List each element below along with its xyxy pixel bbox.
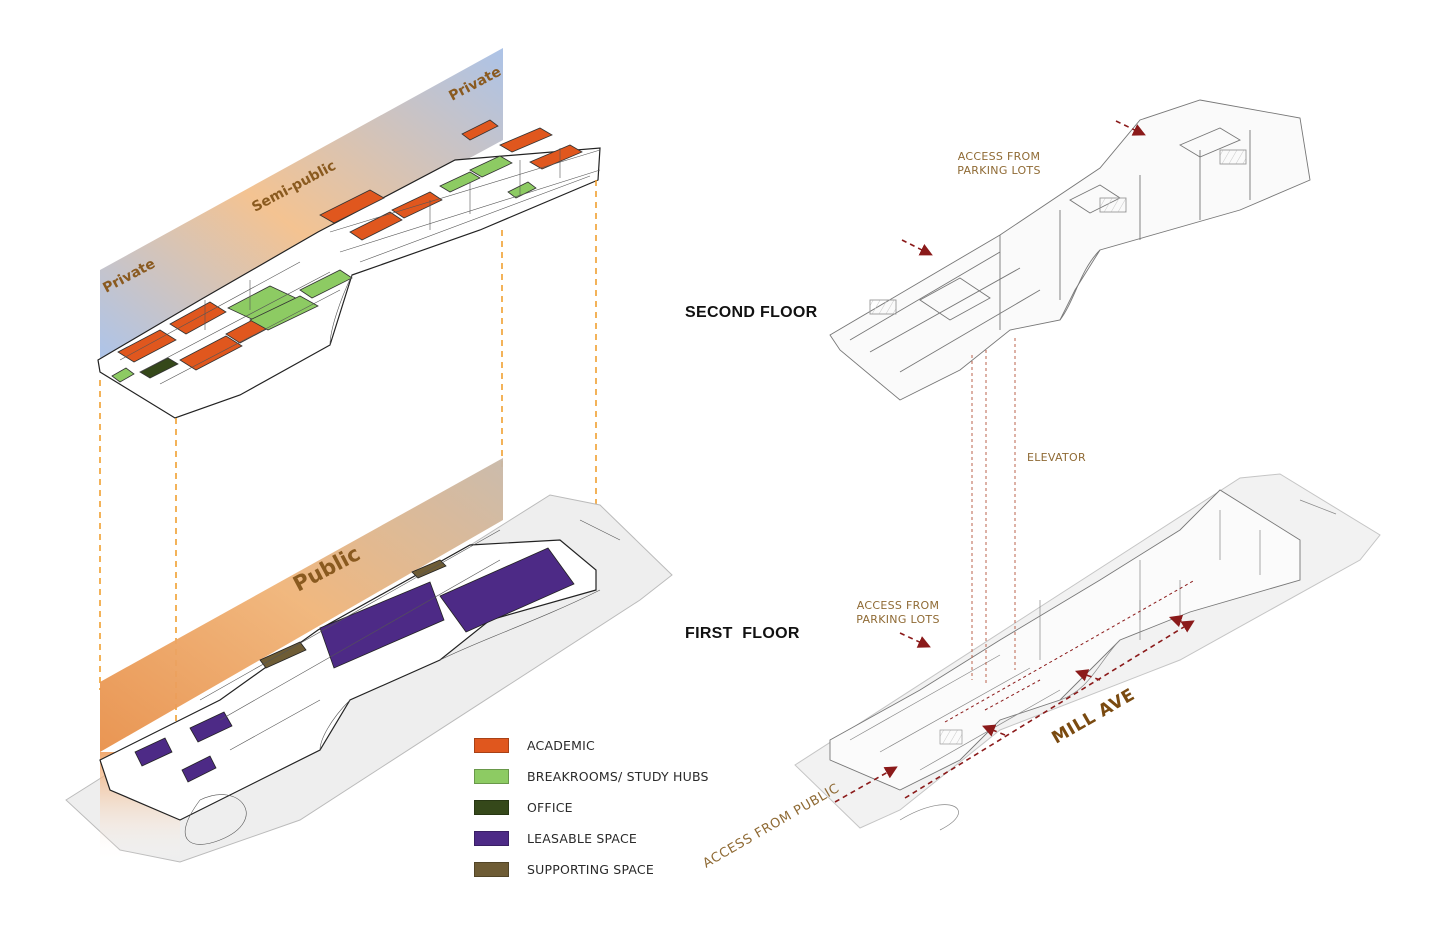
public-band [100,458,503,752]
legend-item-leasable: LEASABLE SPACE [474,823,709,854]
access-parking-bottom-line2: PARKING LOTS [856,613,940,626]
access-parking-top: ACCESS FROM PARKING LOTS [944,150,1054,178]
first-floor-title: FIRST FLOOR [685,625,800,642]
legend-swatch-supporting [474,862,509,877]
second-floor-detail [119,148,601,385]
alignment-guides [99,180,597,810]
legend-label-office: OFFICE [527,800,573,815]
access-arrows [834,120,1195,803]
legend-item-supporting: SUPPORTING SPACE [474,854,709,885]
legend-swatch-academic [474,738,509,753]
legend-swatch-breakrooms [474,769,509,784]
legend-item-office: OFFICE [474,792,709,823]
legend-label-leasable: LEASABLE SPACE [527,831,637,846]
inner-access-lines [944,579,1196,723]
right-first-floor-outline [829,489,1301,791]
access-parking-bottom-line1: ACCESS FROM [856,599,940,612]
access-parking-top-line1: ACCESS FROM [957,150,1041,163]
legend: ACADEMIC BREAKROOMS/ STUDY HUBS OFFICE L… [474,730,709,885]
legend-swatch-office [474,800,509,815]
left-second-floor: Private Semi-public Private [97,48,601,419]
elevator-lines [971,338,1016,685]
zone-band [100,48,503,358]
right-second-floor-outline [829,99,1311,401]
first-floor-rooms [134,547,575,783]
left-first-floor: Public [65,458,673,863]
legend-item-academic: ACADEMIC [474,730,709,761]
second-floor-title: SECOND FLOOR [685,304,818,321]
legend-label-academic: ACADEMIC [527,738,595,753]
elevator-label: ELEVATOR [1027,451,1086,464]
right-second-floor [829,99,1311,401]
legend-label-breakrooms: BREAKROOMS/ STUDY HUBS [527,769,709,784]
access-parking-bottom: ACCESS FROM PARKING LOTS [843,599,953,627]
legend-item-breakrooms: BREAKROOMS/ STUDY HUBS [474,761,709,792]
legend-label-supporting: SUPPORTING SPACE [527,862,654,877]
right-first-floor [794,473,1381,831]
access-parking-top-line2: PARKING LOTS [957,164,1041,177]
access-from-public-label: ACCESS FROM PUBLIC [701,781,843,871]
legend-swatch-leasable [474,831,509,846]
